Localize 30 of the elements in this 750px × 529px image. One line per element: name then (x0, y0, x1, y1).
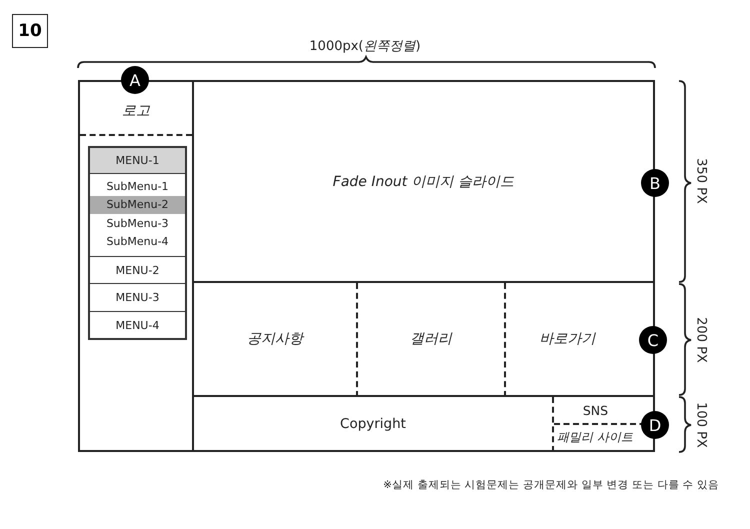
notice-label: 공지사항 (247, 330, 303, 348)
dimension-label: 200 PX (694, 317, 708, 363)
submenu-panel (88, 174, 187, 257)
copyright-section (194, 397, 554, 452)
dimension-label: 100 PX (694, 402, 708, 448)
callout-number: D (641, 411, 669, 439)
dimension-label: 1000px(왼쪽정렬) (309, 38, 421, 55)
slider-label: Fade Inout 이미지 슬라이드 (332, 172, 514, 190)
submenu-item: SubMenu-3 (90, 214, 185, 232)
gallery-section (358, 283, 506, 397)
menu-item: MENU-3 (88, 284, 187, 312)
menu-item: MENU-4 (88, 312, 187, 340)
callout-number: A (121, 66, 149, 94)
sns-label: SNS (582, 402, 608, 418)
submenu-item: SubMenu-1 (90, 177, 185, 196)
notice-section (194, 283, 358, 397)
copyright-label: Copyright (340, 416, 406, 432)
footnote: ※실제 출제되는 시험문제는 공개문제와 일부 변경 또는 다를 수 있음 (383, 478, 719, 492)
submenu-item: SubMenu-4 (90, 232, 185, 251)
section-label: 로고 (122, 102, 150, 120)
submenu-item: SubMenu-2 (90, 196, 185, 214)
gallery-label: 갤러리 (410, 330, 452, 348)
callout-number: C (639, 326, 667, 354)
shortcut-label: 바로가기 (540, 330, 596, 348)
menu-item: MENU-2 (88, 257, 187, 284)
family-site-label: 패밀리 사이트 (557, 429, 633, 446)
dimension-label: 350 PX (694, 158, 708, 204)
callout-number: B (641, 169, 669, 197)
menu-item: MENU-1 (88, 146, 187, 174)
question-number: 10 (12, 14, 48, 48)
